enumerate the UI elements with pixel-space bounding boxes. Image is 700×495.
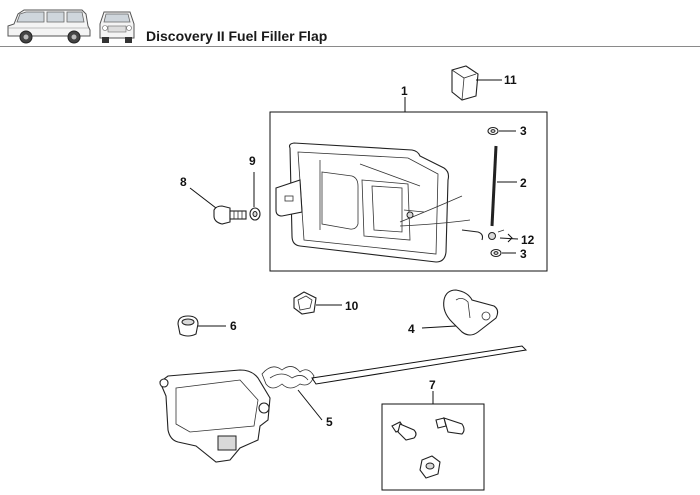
part-3-nut-bottom (490, 248, 516, 258)
part-1-flap-housing-group (269, 97, 548, 272)
part-10-clip (293, 291, 317, 315)
page-title: Discovery II Fuel Filler Flap (146, 28, 328, 44)
callout-1: 1 (401, 84, 408, 98)
part-8-bolt-group (189, 187, 247, 225)
header-divider (0, 46, 700, 47)
parts-diagram: 1 2 3 3 4 5 6 7 8 9 10 11 12 (159, 65, 548, 491)
part-7-group (381, 391, 485, 491)
part-1-frame (269, 111, 548, 272)
part-4-lever (443, 289, 499, 336)
part-7-nut-bottom (419, 455, 441, 479)
vehicle-side-view-icon (7, 9, 91, 44)
part-10-clip-group (293, 291, 342, 315)
callout-3-top: 3 (520, 124, 527, 138)
part-7-stud-right (435, 417, 465, 435)
callout-12: 12 (521, 233, 535, 247)
callout-5: 5 (326, 415, 333, 429)
callout-labels: 1 2 3 3 4 5 6 7 8 9 10 11 12 (180, 73, 535, 429)
callout-8: 8 (180, 175, 187, 189)
vehicle-front-view-icon (99, 11, 135, 43)
callout-2: 2 (520, 176, 527, 190)
callout-3-bottom: 3 (520, 247, 527, 261)
part-7-frame (381, 403, 485, 491)
callout-11: 11 (504, 73, 517, 87)
part-5-actuator (159, 369, 271, 463)
callout-7: 7 (429, 378, 436, 392)
page-header: Discovery II Fuel Filler Flap (0, 0, 700, 48)
part-4-lever-group (421, 289, 499, 336)
part-3-nut-top (487, 126, 516, 136)
part-9-washer-group (249, 172, 261, 221)
callout-9: 9 (249, 154, 256, 168)
callout-10: 10 (345, 299, 359, 313)
callout-4: 4 (408, 322, 415, 336)
part-1-flap-housing (288, 142, 450, 263)
part-11-bush-group (451, 65, 502, 101)
part-11-bush (451, 65, 479, 101)
part-6-grommet-group (177, 315, 226, 337)
part-2-rod-group (490, 145, 517, 227)
part-8-bolt (213, 205, 231, 225)
part-12-clip-group (461, 229, 519, 243)
part-5-actuator-group (159, 345, 528, 463)
part-7-stud-left (391, 421, 417, 441)
part-2-rod (490, 145, 498, 227)
callout-6: 6 (230, 319, 237, 333)
